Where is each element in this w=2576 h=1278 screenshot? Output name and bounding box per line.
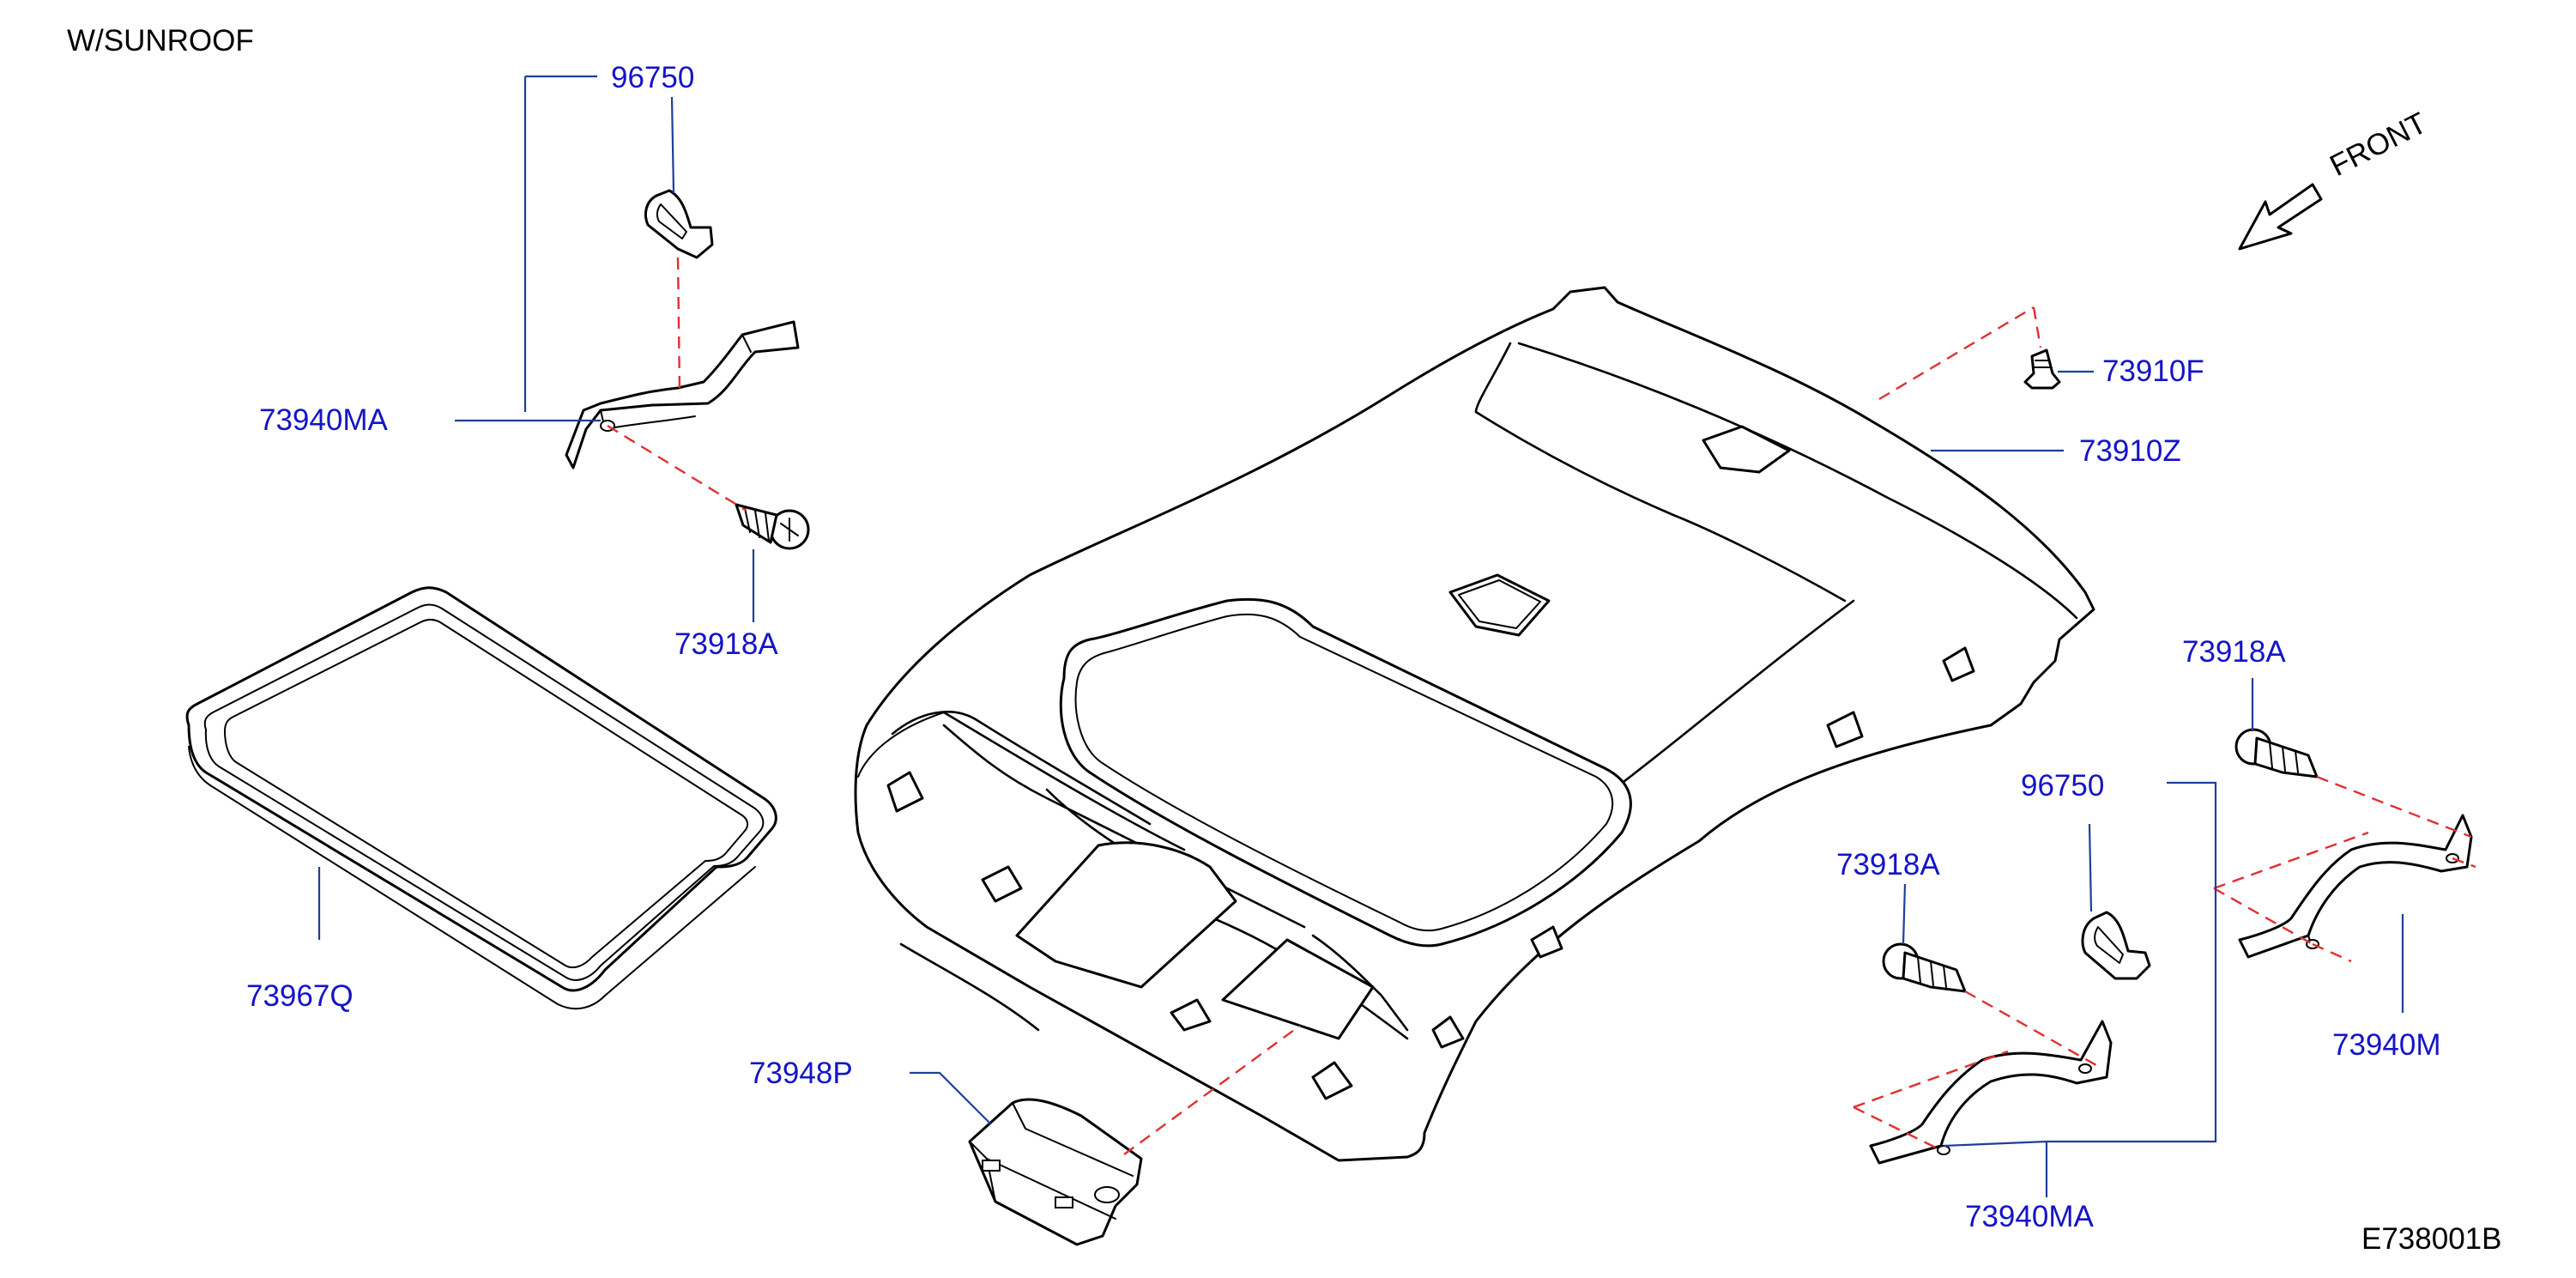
screw-73918A-right-mid: [1882, 942, 1967, 993]
assist-grip-73940MA-left: [565, 320, 800, 469]
part-number-sunroof-seal[interactable]: 73967Q: [246, 979, 354, 1013]
part-number-clip-fastener[interactable]: 73910F: [2102, 354, 2204, 388]
part-number-headlining[interactable]: 73910Z: [2079, 434, 2181, 468]
screw-73918A-left: [735, 503, 810, 550]
sunroof-seal: [185, 586, 777, 1010]
part-number-grip-right-lower[interactable]: 73940MA: [1965, 1200, 2094, 1233]
variant-label: W/SUNROOF: [67, 24, 254, 58]
part-number-grip-left[interactable]: 73940MA: [259, 403, 388, 437]
figure-code: E738001B: [2361, 1222, 2502, 1256]
clip-73910F: [2023, 348, 2061, 390]
part-number-screw-right-mid[interactable]: 73918A: [1836, 848, 1940, 881]
clip-96750-left: [644, 189, 714, 259]
front-arrow-icon: [2238, 183, 2323, 251]
assembly-lines: [607, 257, 2476, 1155]
part-number-clip-left[interactable]: 96750: [611, 61, 695, 94]
part-number-map-lamp[interactable]: 73948P: [749, 1057, 853, 1090]
map-lamp: [968, 1098, 1143, 1246]
assist-grip-73940M-right: [2238, 814, 2473, 959]
headlining-panel: [854, 286, 2095, 1162]
part-number-screw-left[interactable]: 73918A: [674, 627, 778, 661]
part-number-clip-right[interactable]: 96750: [2021, 769, 2105, 803]
part-number-grip-right[interactable]: 73940M: [2332, 1028, 2441, 1062]
part-number-screw-right-top[interactable]: 73918A: [2182, 635, 2286, 669]
screw-73918A-right-top: [2234, 728, 2319, 778]
leader-lines: [317, 75, 2404, 1197]
clip-96750-right: [2081, 911, 2151, 980]
